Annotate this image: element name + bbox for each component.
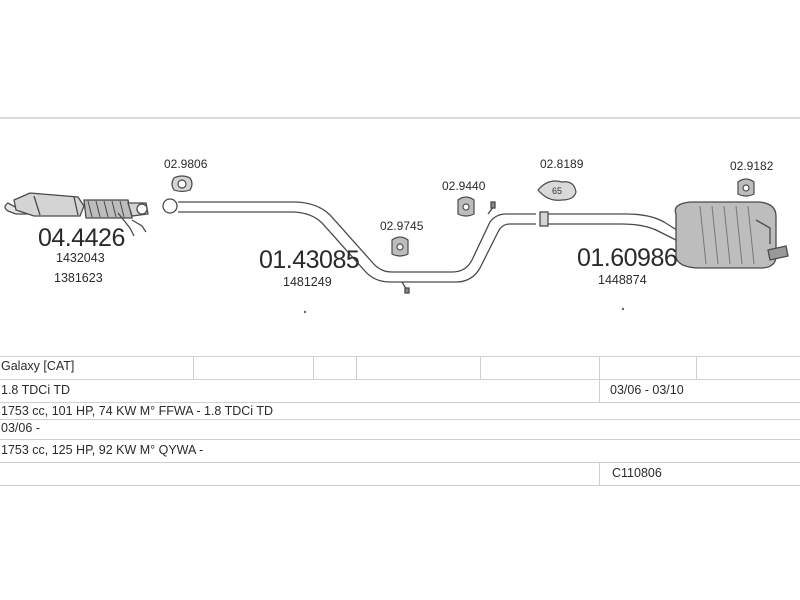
catalog-code: C110806 <box>612 466 662 480</box>
date-from: 03/06 - <box>1 421 40 435</box>
marker-dot <box>303 310 307 314</box>
table-rule <box>0 419 800 420</box>
table-rule <box>0 485 800 486</box>
rear-silencer-drawing <box>539 201 789 269</box>
table-rule <box>0 356 800 357</box>
part-label-02-9440: 02.9440 <box>442 179 486 193</box>
table-rule <box>0 439 800 440</box>
table-col-divider <box>599 356 600 402</box>
bracket-02-8189-drawing <box>537 180 577 201</box>
part-label-02-9745: 02.9745 <box>380 219 424 233</box>
part-label-02-9806: 02.9806 <box>164 157 208 171</box>
part-label-02-9182: 02.9182 <box>730 159 774 173</box>
bracket-badge: 65 <box>552 186 562 196</box>
table-rule <box>0 379 800 380</box>
hanger-02-9440-drawing <box>457 196 475 217</box>
part-number-rear-silencer: 01.60986 <box>577 244 678 272</box>
ref-number: 1448874 <box>598 273 647 287</box>
engine-spec: 1753 cc, 101 HP, 74 KW M° FFWA - 1.8 TDC… <box>1 404 273 418</box>
engine-name: 1.8 TDCi TD <box>1 383 71 397</box>
ref-number: 1381623 <box>54 271 103 285</box>
ref-number: 1432043 <box>56 251 105 265</box>
hanger-02-9745-drawing <box>391 236 409 257</box>
ref-number: 1481249 <box>283 275 332 289</box>
production-dates: 03/06 - 03/10 <box>610 383 684 397</box>
part-number-catalytic-converter: 04.4426 <box>38 224 125 252</box>
table-col-divider <box>356 356 357 379</box>
table-rule <box>0 402 800 403</box>
table-col-divider <box>313 356 314 379</box>
table-rule <box>0 462 800 463</box>
part-number-front-pipe: 01.43085 <box>259 246 360 274</box>
table-col-divider <box>696 356 697 379</box>
model-name: Galaxy [CAT] <box>1 359 75 373</box>
table-col-divider <box>480 356 481 379</box>
table-col-divider <box>599 462 600 485</box>
front-pipe-drawing <box>162 198 536 294</box>
table-col-divider <box>193 356 194 379</box>
marker-dot <box>621 307 625 311</box>
engine-spec: 1753 cc, 125 HP, 92 KW M° QYWA - <box>1 443 204 457</box>
hanger-02-9182-drawing <box>737 178 755 197</box>
catalytic-converter-drawing <box>4 192 149 237</box>
part-label-02-8189: 02.8189 <box>540 157 584 171</box>
clamp-02-9806-drawing <box>171 175 193 193</box>
